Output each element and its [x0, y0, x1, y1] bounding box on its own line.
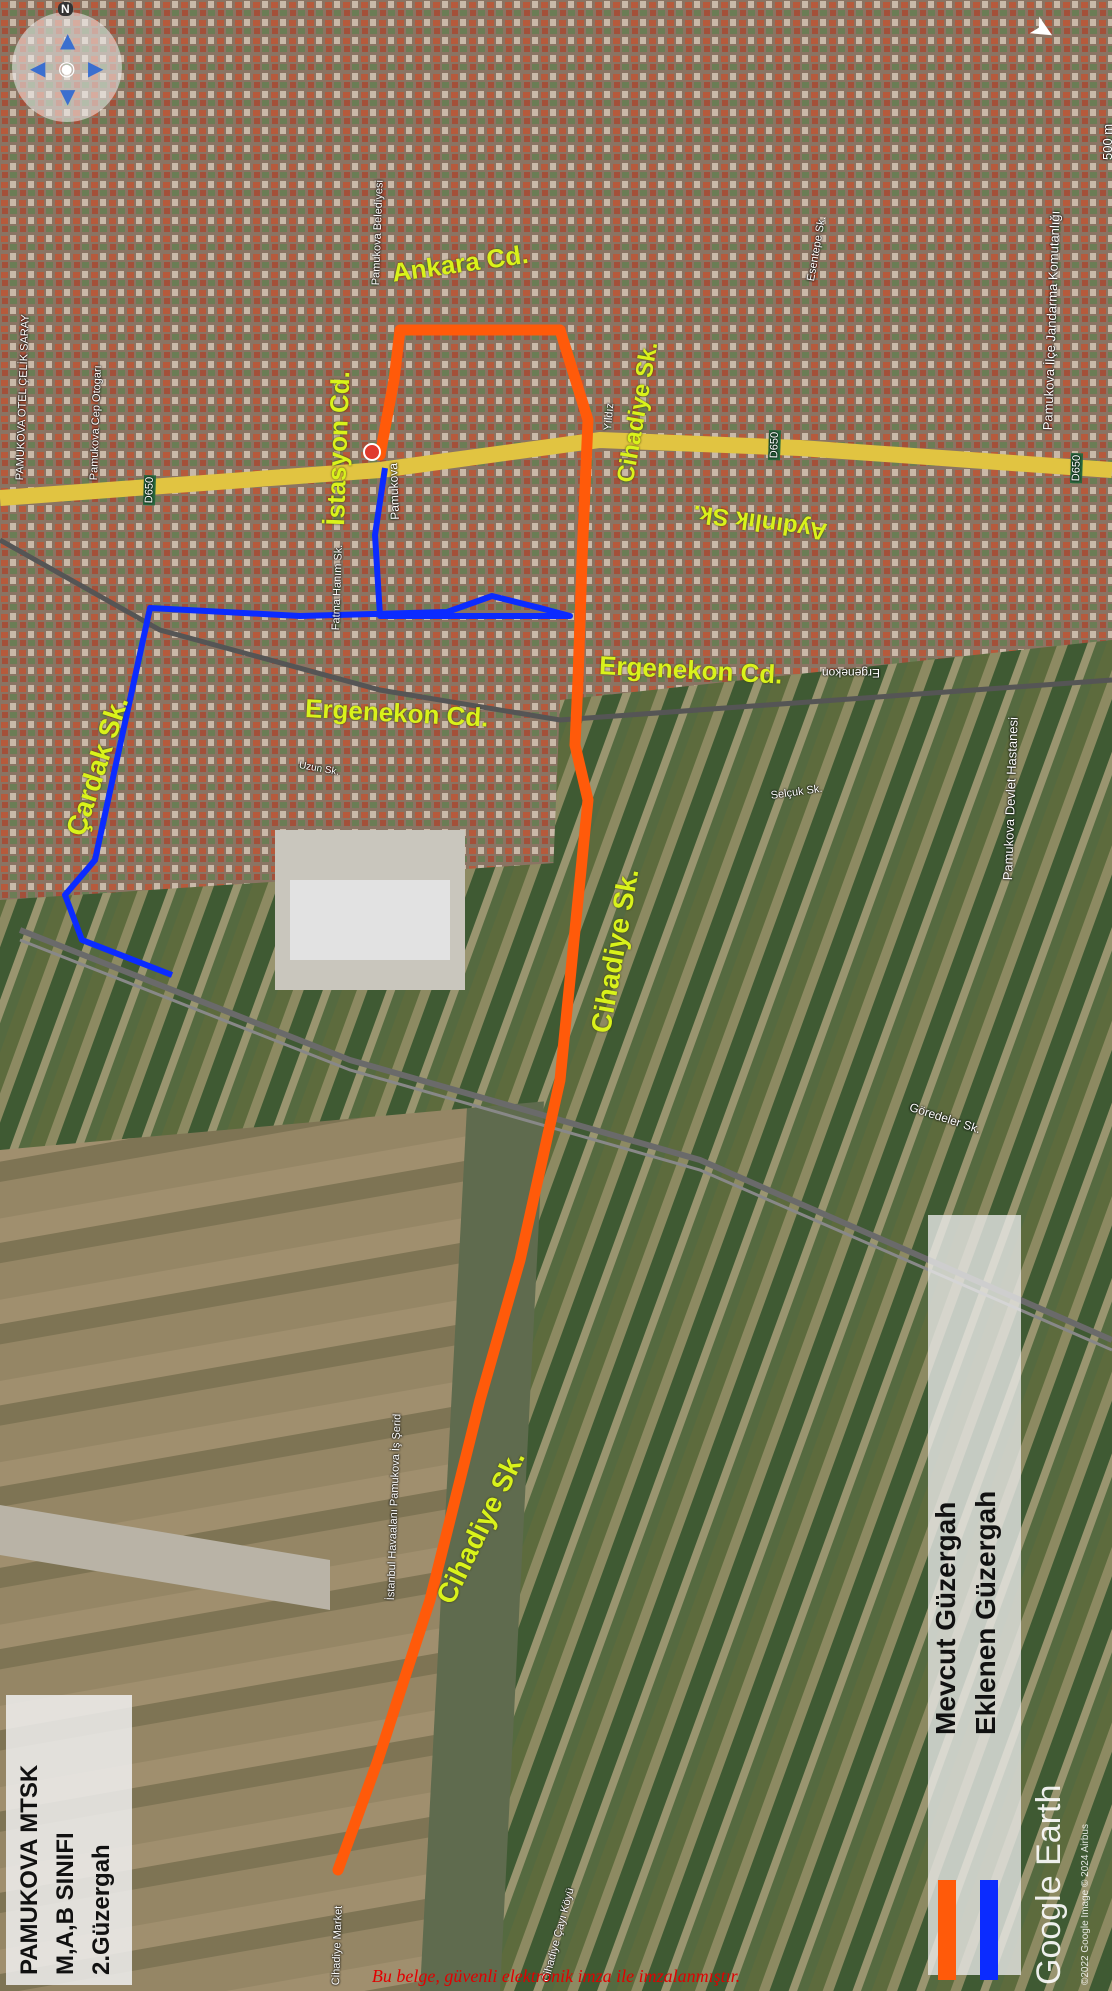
poi-yildiz-label: Yıldız [602, 402, 617, 432]
copyright-text: ©2022 Google Image © 2024 Airbus [1080, 1824, 1091, 1985]
start-marker-icon[interactable] [363, 443, 381, 461]
poi-pamukova-label: Pamukova [386, 462, 402, 520]
road-d650-label-c: D650 [1070, 452, 1084, 484]
legend-box [928, 1215, 1021, 1975]
street-istasyon-label: İstasyon Cd. [320, 370, 356, 527]
e-signature-footer: Bu belge, güvenli elektronik imza ile im… [371, 1966, 741, 1986]
added-route-line [62, 467, 573, 978]
pan-right-icon[interactable]: ▶ [88, 56, 104, 80]
north-label: N [58, 2, 73, 16]
pan-up-icon[interactable]: ▲ [60, 28, 76, 52]
legend-existing-label: Mevcut Güzergah [930, 1501, 961, 1735]
pan-down-icon[interactable]: ▼ [60, 84, 76, 108]
poi-ergenekon-small-label: Ergenekon [821, 666, 880, 680]
legend-added-label: Eklenen Güzergah [970, 1490, 1001, 1735]
title-line-1: PAMUKOVA MTSK [16, 1764, 43, 1975]
scale-label: 500 m [1100, 124, 1112, 160]
title-line-3: 2.Güzergah [88, 1844, 115, 1975]
pan-left-icon[interactable]: ◀ [30, 56, 46, 80]
road-d650-label-a: D650 [143, 474, 157, 506]
navigation-control[interactable]: ▲ ◀ ▶ ▼ ◉ [12, 12, 122, 122]
title-box [6, 1695, 132, 1985]
legend-added-swatch [980, 1880, 998, 1980]
road-d650-label-b: D650 [768, 429, 782, 461]
existing-route-line [332, 324, 594, 1876]
legend-existing-swatch [938, 1880, 956, 1980]
eye-icon[interactable]: ◉ [58, 56, 76, 80]
title-line-2: M,A,B SINIFI [52, 1832, 79, 1975]
google-earth-watermark: Google Earth [1030, 1784, 1068, 1985]
